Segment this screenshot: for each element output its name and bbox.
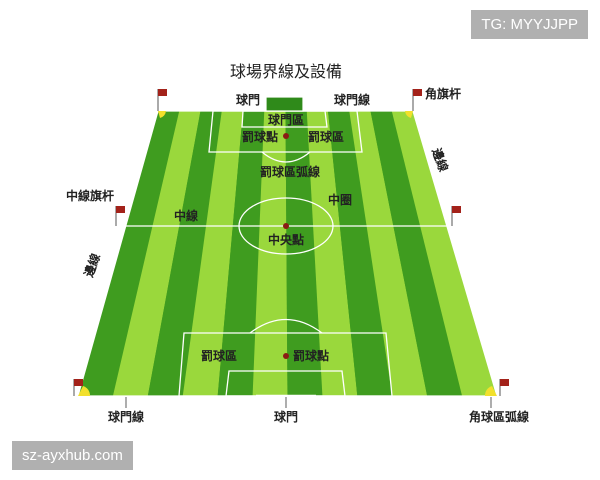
corner-flag-top-left bbox=[157, 89, 167, 111]
corner-arc-top-left bbox=[158, 111, 166, 118]
label-corner-flag: 角旗杆 bbox=[425, 86, 461, 101]
label-penalty-area-bottom: 罰球區 bbox=[201, 348, 237, 363]
top-penalty-arc bbox=[261, 151, 311, 163]
watermark-bottom-left: sz-ayxhub.com bbox=[12, 441, 133, 470]
halfway-flag-left bbox=[115, 206, 125, 226]
top-penalty-spot bbox=[283, 133, 289, 139]
grass-stripe bbox=[182, 111, 243, 396]
label-halfway-line: 中線 bbox=[174, 208, 198, 223]
grass-stripe bbox=[370, 111, 463, 396]
label-goal-line-bottom: 球門線 bbox=[108, 409, 144, 424]
flags bbox=[73, 89, 509, 396]
grass-stripe bbox=[391, 111, 497, 396]
grass-stripe bbox=[217, 111, 265, 396]
bottom-goal-area bbox=[225, 370, 346, 397]
label-goal-top: 球門 bbox=[236, 92, 260, 107]
grass-stripe bbox=[349, 111, 428, 396]
bottom-penalty-area bbox=[178, 332, 393, 397]
label-touchline-right: 邊線 bbox=[429, 146, 451, 174]
label-center-circle: 中圈 bbox=[328, 192, 352, 207]
center-spot bbox=[283, 223, 289, 229]
corner-arc-bottom-left bbox=[78, 386, 91, 396]
label-penalty-spot-top: 罰球點 bbox=[242, 129, 278, 144]
corner-flag-bottom-left bbox=[73, 379, 83, 396]
label-goal-area-top: 球門區 bbox=[268, 112, 304, 127]
corner-arc-top-right bbox=[405, 111, 413, 118]
pitch bbox=[78, 111, 497, 396]
center-circle bbox=[238, 197, 334, 255]
pointer-lines bbox=[125, 397, 492, 408]
grass-stripes bbox=[78, 111, 497, 396]
grass-stripe bbox=[147, 111, 222, 396]
watermark-top-right: TG: MYYJJPP bbox=[471, 10, 588, 39]
diagram-title: 球場界線及設備 bbox=[230, 62, 342, 81]
grass-stripe bbox=[252, 111, 288, 396]
grass-stripe bbox=[78, 111, 180, 396]
label-halfway-flag: 中線旗杆 bbox=[66, 188, 114, 203]
corner-flag-top-right bbox=[412, 89, 422, 111]
bottom-penalty-arc bbox=[249, 318, 323, 334]
label-center-spot: 中央點 bbox=[268, 232, 304, 247]
label-corner-arc: 角球區弧線 bbox=[469, 409, 529, 424]
label-penalty-area-top: 罰球區 bbox=[308, 129, 344, 144]
label-penalty-spot-bottom: 罰球點 bbox=[293, 348, 329, 363]
labels: 球場界線及設備 球門 球門線 角旗杆 球門區 罰球點 罰球區 罰球區弧線 邊線 … bbox=[66, 62, 529, 424]
corner-arc-bottom-right bbox=[484, 386, 497, 396]
corner-flag-bottom-right bbox=[499, 379, 509, 396]
spots bbox=[283, 133, 289, 359]
grass-stripe bbox=[285, 111, 323, 396]
grass-stripe bbox=[112, 111, 201, 396]
label-goal-bottom: 球門 bbox=[274, 409, 298, 424]
label-penalty-arc: 罰球區弧線 bbox=[260, 164, 320, 179]
corner-arcs bbox=[78, 111, 497, 396]
halfway-flag-right bbox=[451, 206, 461, 226]
top-goal bbox=[265, 96, 304, 112]
grass-stripe bbox=[306, 111, 358, 396]
grass-stripe bbox=[328, 111, 393, 396]
label-touchline-left: 邊線 bbox=[81, 251, 103, 279]
label-goal-line-top: 球門線 bbox=[334, 92, 370, 107]
bottom-penalty-spot bbox=[283, 353, 289, 359]
